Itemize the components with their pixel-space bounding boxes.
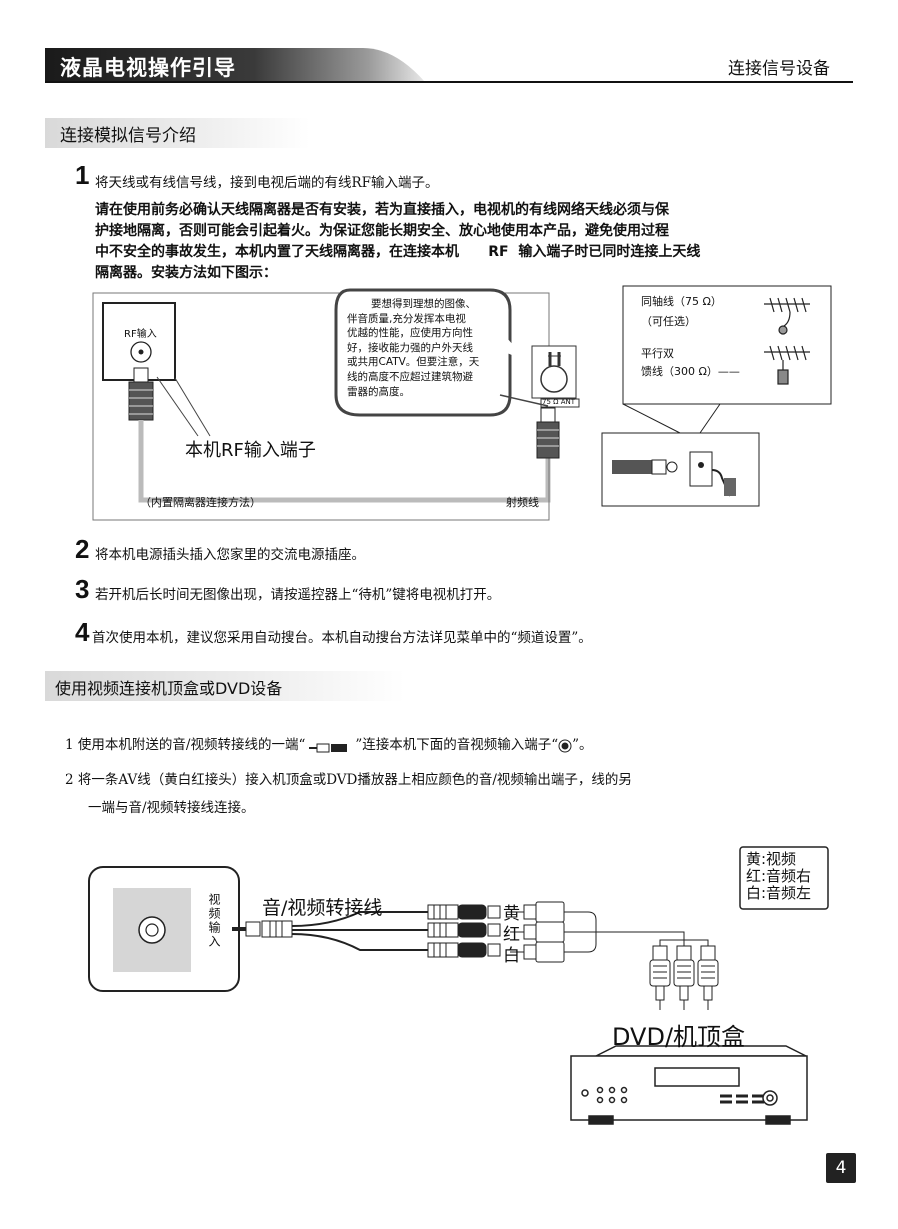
warning-paragraph: 请在使用前务必确认天线隔离器是否有安装，若为直接插入，电视机的有线网络天线必须与… xyxy=(95,200,815,284)
twin-feeder-label: 馈线（300 Ω）—— xyxy=(641,365,740,378)
callout-line: 伴音质量,充分发挥本电视 xyxy=(347,312,466,325)
step1-number: 1 xyxy=(75,160,90,190)
section1-title: 连接模拟信号介绍 xyxy=(60,126,196,146)
warning-line: 请在使用前务必确认天线隔离器是否有安装，若为直接插入，电视机的有线网络天线必须与… xyxy=(95,202,669,218)
callout-line: 优越的性能，应使用方向性 xyxy=(347,327,473,340)
callout-text: 要想得到理想的图像、 伴音质量,充分发挥本电视 优越的性能，应使用方向性 好，接… xyxy=(347,297,512,399)
section2-heading-bar xyxy=(45,671,405,701)
step3-number: 3 xyxy=(75,574,90,604)
step2-text: 将本机电源插头插入您家里的交流电源插座。 xyxy=(95,547,365,563)
av-cable-connector-icon xyxy=(510,901,565,963)
rf-input-label: RF输入 xyxy=(124,329,157,340)
step1-text: 将天线或有线信号线，接到电视后端的有线RF输入端子。 xyxy=(95,175,439,191)
header-tab xyxy=(45,48,425,82)
warning-line: 隔离器。安装方法如下图示： xyxy=(95,265,277,281)
callout-line: 要想得到理想的图像、 xyxy=(371,298,476,310)
rca-plug-icon xyxy=(427,904,501,958)
header-title: 液晶电视操作引导 xyxy=(60,56,236,80)
step2-number: 2 xyxy=(75,534,90,564)
legend-item: 红:音频右 xyxy=(746,867,812,885)
callout-line: 或共用CATV。但要注意，天 xyxy=(347,356,480,369)
av-plug-icon xyxy=(307,741,353,752)
item1-text-a: 使用本机附送的音/视频转接线的一端“ xyxy=(77,737,306,753)
red-label: 红 xyxy=(503,925,520,945)
item1-text-b: ”连接本机下面的音视频输入端子“ xyxy=(355,737,559,753)
builtin-isolator-label: （内置隔离器连接方法） xyxy=(140,496,261,509)
white-label: 白 xyxy=(503,946,520,966)
header-rule xyxy=(45,81,853,83)
dvd-stb-label: DVD/机顶盒 xyxy=(612,1023,746,1051)
av-adapter-label: 音/视频转接线 xyxy=(262,897,383,919)
item1: 1 使用本机附送的音/视频转接线的一端“ ”连接本机下面的音视频输入端子“ ”。 xyxy=(65,733,593,753)
legend-item: 白:音频左 xyxy=(746,884,812,902)
av-jack-icon xyxy=(558,739,572,753)
section2-title: 使用视频连接机顶盒或DVD设备 xyxy=(55,679,283,698)
twin-label: 平行双 xyxy=(641,347,674,360)
step4-number: 4 xyxy=(75,617,90,647)
antenna-plug-icon xyxy=(536,421,560,459)
dvd-player-icon xyxy=(570,1045,808,1125)
warning-line: 护接地隔离，否则可能会引起着火。为保证您能长期安全、放心地使用本产品，避免使用过… xyxy=(95,223,669,239)
rf-terminal-label: 本机RF输入端子 xyxy=(185,440,316,461)
warning-line: 中不安全的事故发生，本机内置了天线隔离器，在连接本机 RF 输入端子时已同时连接… xyxy=(95,244,701,260)
av-adapter-plug-icon xyxy=(261,920,293,938)
item2-number: 2 xyxy=(65,772,74,788)
callout-line: 雷器的高度。 xyxy=(347,385,410,398)
page-number: 4 xyxy=(826,1153,856,1183)
yellow-label: 黄 xyxy=(503,904,520,924)
item1-number: 1 xyxy=(65,737,74,753)
ant-label: 75 Ω ANT xyxy=(542,398,576,406)
item2-text: 将一条AV线（黄白红接头）接入机顶盒或DVD播放器上相应颜色的音/视频输出端子，… xyxy=(77,772,632,788)
step4-text: 首次使用本机，建议您采用自动搜台。本机自动搜台方法详见菜单中的“频道设置”。 xyxy=(92,630,592,646)
rf-cable-label: 射频线 xyxy=(506,496,539,509)
antenna-socket-icon xyxy=(540,365,568,393)
item1-text-c: ”。 xyxy=(572,737,593,753)
wall-plug-icon xyxy=(612,460,652,474)
item2-text-cont: 一端与音/视频转接线连接。 xyxy=(88,800,255,816)
coax-label: 同轴线（75 Ω） xyxy=(641,295,722,308)
dvd-rca-plug-icon xyxy=(649,945,719,1010)
video-input-label: 视频输入 xyxy=(207,893,221,949)
legend-item: 黄:视频 xyxy=(746,850,797,868)
color-legend: 黄:视频 红:音频右 白:音频左 xyxy=(746,851,811,902)
callout-line: 好，接收能力强的户外天线 xyxy=(347,341,473,354)
item2: 2 将一条AV线（黄白红接头）接入机顶盒或DVD播放器上相应颜色的音/视频输出端… xyxy=(65,768,632,788)
section1-heading-bar xyxy=(45,118,310,148)
coax-optional-label: （可任选） xyxy=(641,315,696,328)
header-section: 连接信号设备 xyxy=(728,59,830,79)
antenna-icon xyxy=(764,297,810,385)
step3-text: 若开机后长时间无图像出现，请按遥控器上“待机”键将电视机打开。 xyxy=(95,587,501,603)
callout-line: 线的高度不应超过建筑物避 xyxy=(347,370,473,383)
